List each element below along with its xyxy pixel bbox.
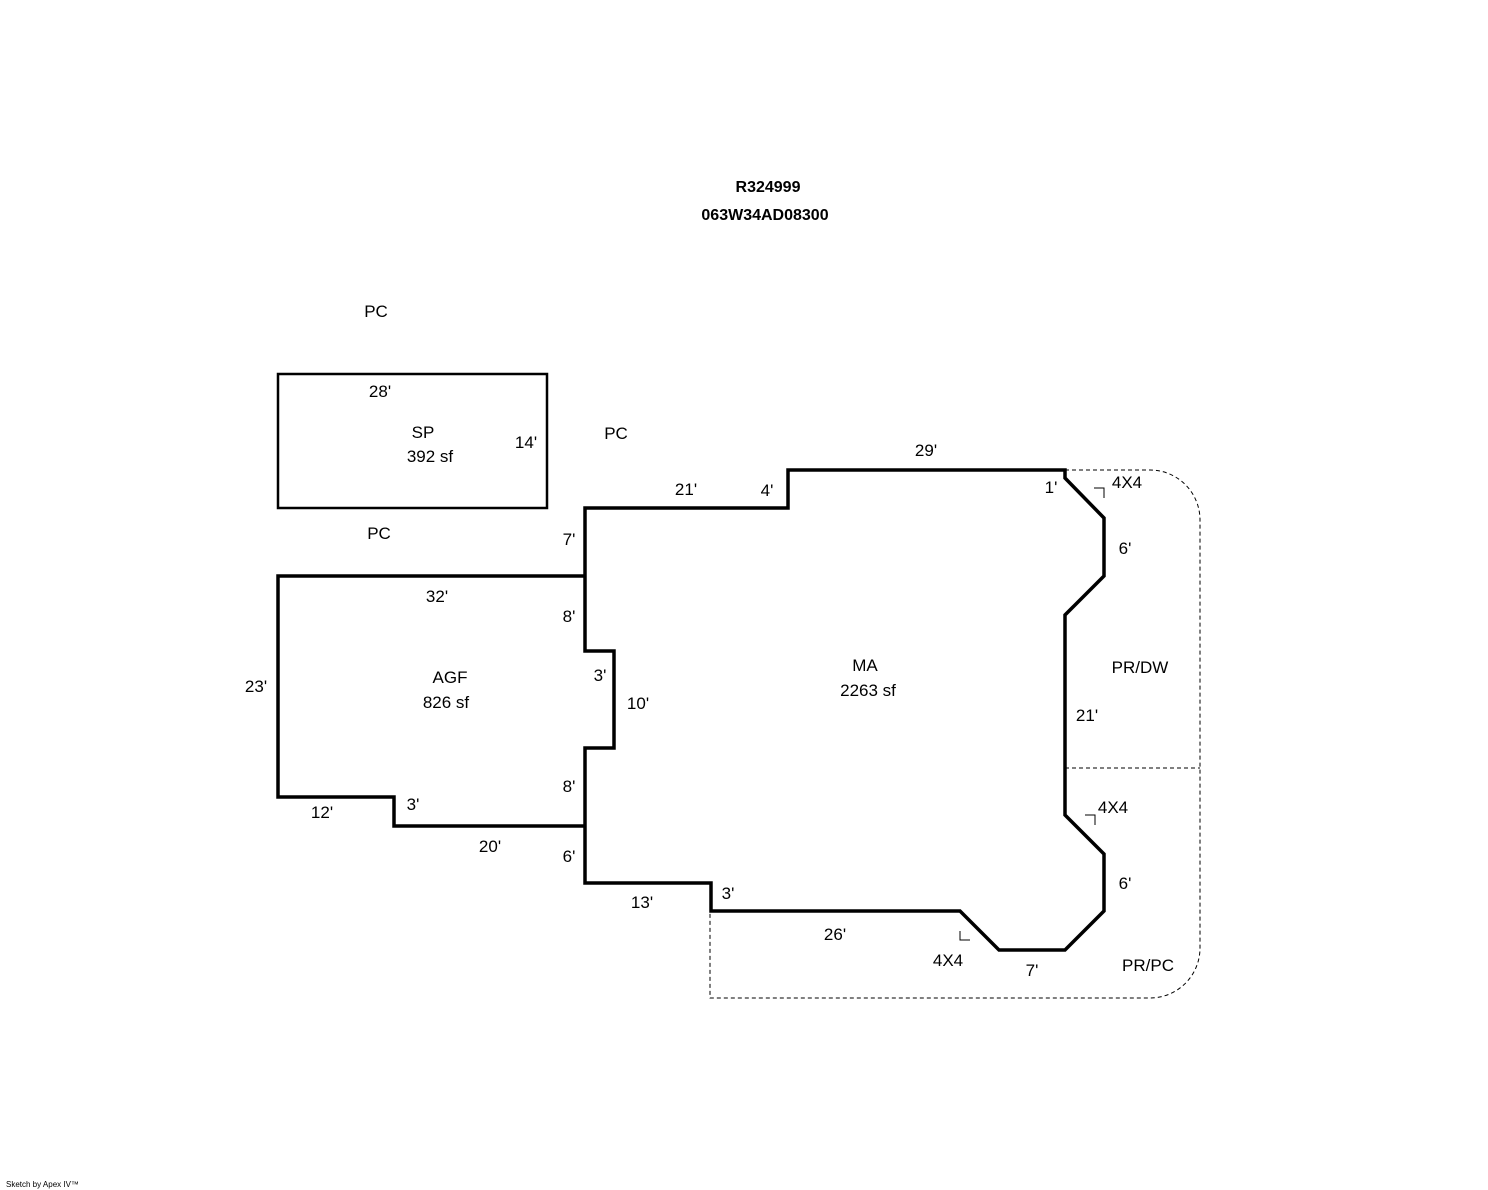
dim-label: 6' [1119, 539, 1132, 558]
dim-label: 23' [245, 677, 267, 696]
dim-label: 4' [761, 481, 774, 500]
dim-label: 32' [426, 587, 448, 606]
porch-outline [709, 469, 1201, 999]
pc-label: PC [604, 424, 628, 443]
dim-label: 6' [563, 847, 576, 866]
dim-label: 13' [631, 893, 653, 912]
post-label: 4X4 [1112, 473, 1142, 492]
dim-label: 10' [627, 694, 649, 713]
sp-outline [276, 372, 549, 510]
dim-label: 3' [722, 884, 735, 903]
post-label: 4X4 [933, 951, 963, 970]
post-marker [1085, 814, 1096, 825]
post-marker [1094, 487, 1105, 498]
dim-label: 21' [1076, 706, 1098, 725]
dim-label: 26' [824, 925, 846, 944]
dimension-labels: 28' 14' 32' 23' 12' 3' 20' 7' 21' 4' 29'… [245, 382, 1131, 980]
ma-outline [583, 468, 1106, 952]
dim-label: 8' [563, 607, 576, 626]
dim-label: 7' [1026, 961, 1039, 980]
sp-area: 392 sf [407, 447, 454, 466]
dim-label: 20' [479, 837, 501, 856]
dim-label: 7' [563, 530, 576, 549]
dim-label: 29' [915, 441, 937, 460]
map-number: 063W34AD08300 [701, 207, 828, 224]
pc-label: PC [367, 524, 391, 543]
post-marker [959, 931, 970, 941]
agf-code: AGF [433, 668, 468, 687]
credit-text: Sketch by Apex IV™ [6, 1180, 79, 1189]
agf-outline [276, 574, 585, 828]
pc-label: PC [364, 302, 388, 321]
dim-label: 12' [311, 803, 333, 822]
dim-label: 1' [1045, 478, 1058, 497]
dim-label: 28' [369, 382, 391, 401]
dim-label: 8' [563, 777, 576, 796]
sp-code: SP [412, 423, 435, 442]
dim-label: 6' [1119, 874, 1132, 893]
parcel-id: R324999 [736, 179, 801, 196]
agf-area: 826 sf [423, 693, 470, 712]
ma-area: 2263 sf [840, 681, 896, 700]
dim-label: 3' [594, 666, 607, 685]
pr-dw-label: PR/DW [1112, 658, 1169, 677]
dim-label: 21' [675, 480, 697, 499]
dim-label: 3' [407, 795, 420, 814]
post-label: 4X4 [1098, 798, 1128, 817]
ma-code: MA [852, 656, 878, 675]
dim-label: 14' [515, 433, 537, 452]
pr-pc-label: PR/PC [1122, 956, 1174, 975]
